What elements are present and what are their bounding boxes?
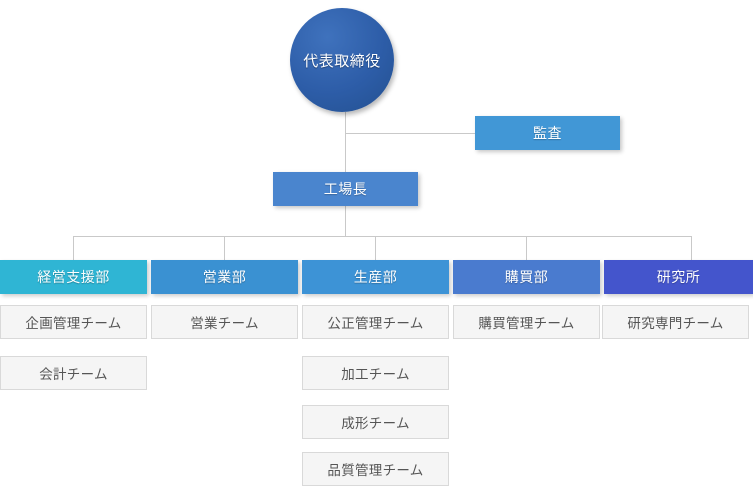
team-box-3-4-label: 品質管理チーム bbox=[327, 463, 424, 478]
team-box-4-1-label: 購買管理チーム bbox=[478, 316, 575, 331]
team-box-1-2-label: 会計チーム bbox=[39, 367, 108, 382]
team-box-3-2-label: 加工チーム bbox=[341, 367, 410, 382]
connector-factory-trunk bbox=[345, 206, 346, 236]
team-box-4-1[interactable]: 購買管理チーム bbox=[453, 305, 600, 339]
dept-header-1-label: 経営支援部 bbox=[37, 269, 110, 285]
team-box-2-1-label: 営業チーム bbox=[190, 316, 259, 331]
team-box-3-1[interactable]: 公正管理チーム bbox=[302, 305, 449, 339]
node-representative-director-label: 代表取締役 bbox=[303, 52, 381, 70]
team-box-2-1[interactable]: 営業チーム bbox=[151, 305, 298, 339]
connector-ceo-trunk bbox=[345, 112, 346, 172]
dept-header-2-label: 営業部 bbox=[202, 269, 247, 285]
connector-ceo-to-audit bbox=[345, 133, 475, 134]
node-audit-label: 監査 bbox=[533, 125, 562, 141]
dept-header-1[interactable]: 経営支援部 bbox=[0, 260, 147, 294]
team-box-3-4[interactable]: 品質管理チーム bbox=[302, 452, 449, 486]
dept-header-4[interactable]: 購買部 bbox=[453, 260, 600, 294]
connector-drop-dept-3 bbox=[375, 236, 376, 260]
node-factory-manager-label: 工場長 bbox=[323, 181, 368, 197]
team-box-3-2[interactable]: 加工チーム bbox=[302, 356, 449, 390]
team-box-1-1[interactable]: 企画管理チーム bbox=[0, 305, 147, 339]
dept-header-3-label: 生産部 bbox=[353, 269, 398, 285]
connector-department-bus bbox=[73, 236, 691, 237]
dept-header-5[interactable]: 研究所 bbox=[604, 260, 753, 294]
node-factory-manager[interactable]: 工場長 bbox=[273, 172, 418, 206]
connector-drop-dept-4 bbox=[526, 236, 527, 260]
node-representative-director[interactable]: 代表取締役 bbox=[290, 8, 394, 112]
team-box-1-1-label: 企画管理チーム bbox=[25, 316, 122, 331]
dept-header-2[interactable]: 営業部 bbox=[151, 260, 298, 294]
node-audit[interactable]: 監査 bbox=[475, 116, 620, 150]
connector-drop-dept-2 bbox=[224, 236, 225, 260]
team-box-5-1-label: 研究専門チーム bbox=[627, 316, 724, 331]
dept-header-4-label: 購買部 bbox=[504, 269, 549, 285]
team-box-3-3-label: 成形チーム bbox=[341, 416, 410, 431]
connector-drop-dept-1 bbox=[73, 236, 74, 260]
team-box-3-3[interactable]: 成形チーム bbox=[302, 405, 449, 439]
dept-header-3[interactable]: 生産部 bbox=[302, 260, 449, 294]
connector-drop-dept-5 bbox=[691, 236, 692, 260]
team-box-5-1[interactable]: 研究専門チーム bbox=[602, 305, 749, 339]
dept-header-5-label: 研究所 bbox=[656, 269, 701, 285]
team-box-1-2[interactable]: 会計チーム bbox=[0, 356, 147, 390]
team-box-3-1-label: 公正管理チーム bbox=[327, 316, 424, 331]
